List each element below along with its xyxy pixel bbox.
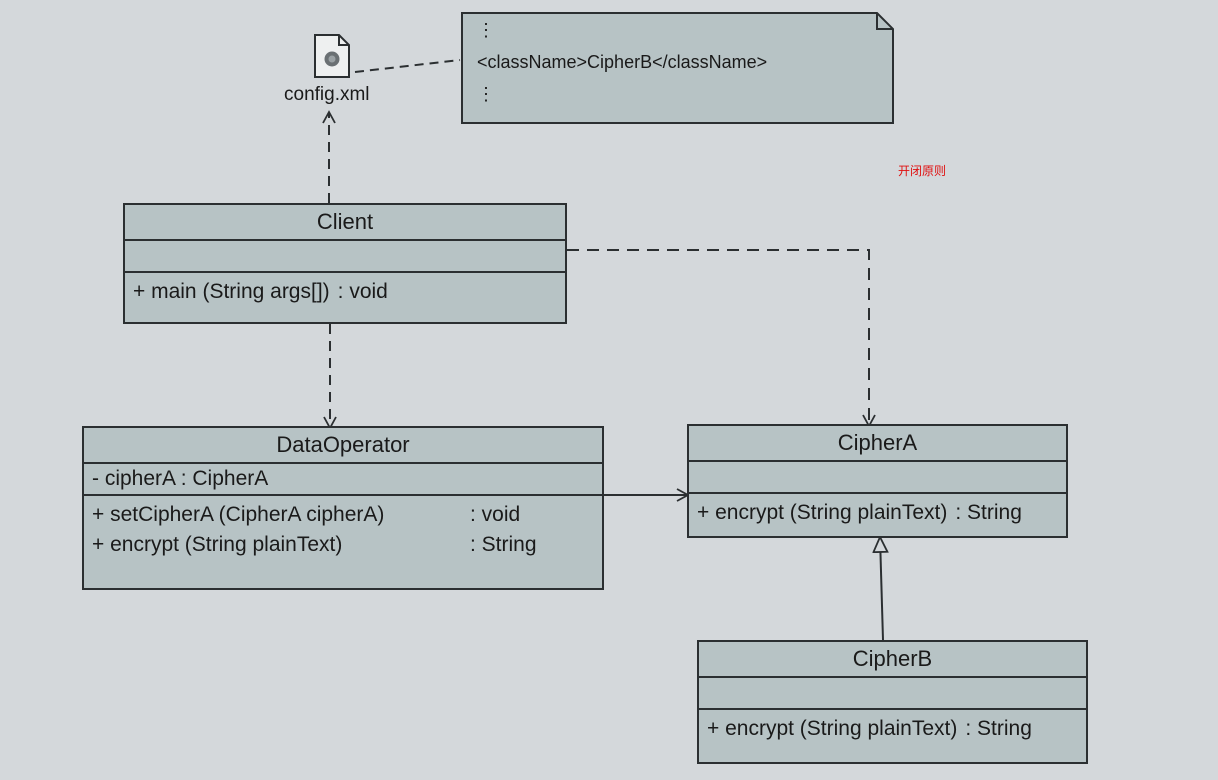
attributes-compartment (689, 462, 1066, 494)
note-anchor-line (354, 59, 461, 73)
note-ellipsis-top: ⋮ (477, 20, 495, 40)
class-client[interactable]: Client + main (String args[]) : void (123, 203, 567, 324)
operations-compartment: + main (String args[]) : void (125, 273, 565, 311)
class-name: CipherA (689, 426, 1066, 462)
config-file-label: config.xml (284, 84, 370, 105)
attributes-compartment: - cipherA : CipherA (84, 464, 602, 496)
attribute-row: - cipherA : CipherA (92, 467, 269, 490)
class-cipher-a[interactable]: CipherA + encrypt (String plainText) : S… (687, 424, 1068, 538)
operation-row: + encrypt (String plainText) : String (697, 498, 1058, 528)
class-name: CipherB (699, 642, 1086, 678)
class-name: DataOperator (84, 428, 602, 464)
cipherb-ciphera-generalization (880, 537, 883, 641)
note-ellipsis-bottom: ⋮ (477, 84, 495, 104)
operations-compartment: + setCipherA (CipherA cipherA) : void + … (84, 496, 602, 564)
operations-compartment: + encrypt (String plainText) : String (689, 494, 1066, 532)
operation-row: + main (String args[]) : void (133, 277, 557, 307)
operations-compartment: + encrypt (String plainText) : String (699, 710, 1086, 748)
attributes-compartment (125, 241, 565, 273)
client-ciphera-dependency (567, 249, 876, 428)
operation-signature: + encrypt (String plainText) (697, 501, 948, 524)
operation-signature: + encrypt (String plainText) (92, 533, 343, 556)
operation-return-type: : void (337, 280, 388, 303)
class-name: Client (125, 205, 565, 241)
open-closed-principle-annotation: 开闭原则 (898, 164, 947, 178)
operation-row: + encrypt (String plainText) : String (92, 530, 594, 560)
operation-return-type: : String (470, 533, 537, 556)
operation-row: + encrypt (String plainText) : String (707, 714, 1078, 744)
operation-return-type: : String (965, 717, 1032, 740)
operation-return-type: : void (470, 503, 521, 526)
operation-signature: + setCipherA (CipherA cipherA) (92, 503, 385, 526)
config-note: ⋮ <className>CipherB</className> ⋮ (461, 12, 894, 124)
class-cipher-b[interactable]: CipherB + encrypt (String plainText) : S… (697, 640, 1088, 764)
operation-row: + setCipherA (CipherA cipherA) : void (92, 500, 594, 530)
operation-signature: + encrypt (String plainText) (707, 717, 958, 740)
note-classname-line: <className>CipherB</className> (477, 52, 768, 72)
xml-file-icon (314, 34, 350, 78)
attributes-compartment (699, 678, 1086, 710)
operation-signature: + main (String args[]) (133, 280, 330, 303)
operation-return-type: : String (955, 501, 1022, 524)
class-data-operator[interactable]: DataOperator - cipherA : CipherA + setCi… (82, 426, 604, 590)
